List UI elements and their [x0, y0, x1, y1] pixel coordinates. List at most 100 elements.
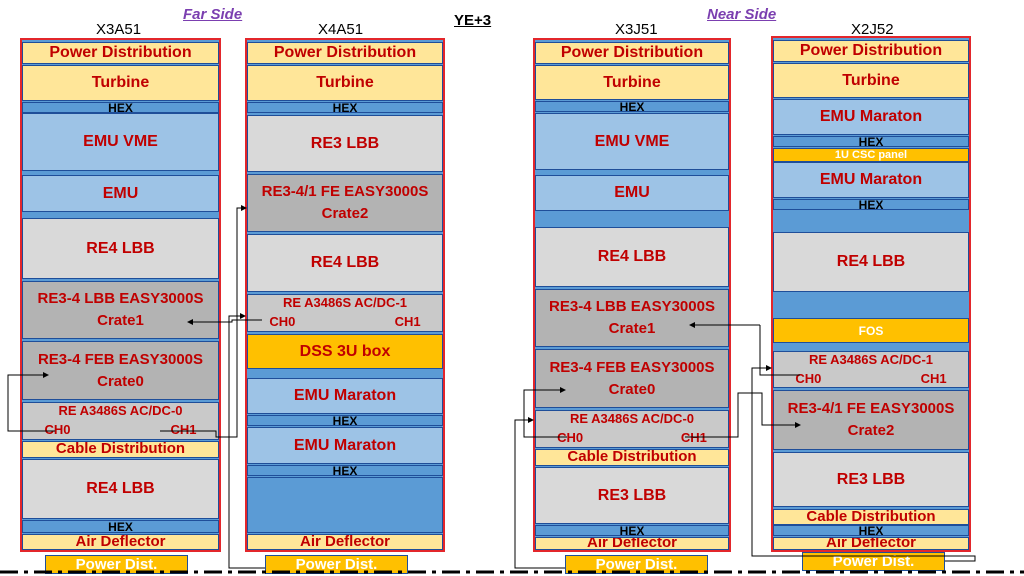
turbine: Turbine: [22, 65, 219, 101]
channel-row: CH0 CH1: [795, 370, 947, 388]
re4-lbb: RE4 LBB: [247, 234, 443, 292]
re34-feb-label: RE3-4 FEB EASY3000S: [549, 358, 715, 376]
dss-3u-box: DSS 3U box: [247, 334, 443, 369]
rack-title-x2j52: X2J52: [851, 21, 894, 38]
wire-ch0-to-crate0-near: [523, 387, 567, 438]
ch1-label: CH1: [394, 314, 421, 329]
ac-dc-0-label: RE A3486S AC/DC-0: [58, 403, 183, 419]
emu: EMU: [22, 175, 219, 212]
crate2-label: Crate2: [847, 422, 895, 439]
wire-powerdist-to-acdc1-near: [751, 365, 976, 562]
rack-x4a51: Power Distribution Turbine HEX RE3 LBB R…: [245, 38, 445, 552]
hex-lower: HEX: [22, 520, 219, 533]
crate1-label: Crate1: [97, 312, 144, 329]
re341-fe-crate: RE3-4/1 FE EASY3000S Crate2: [773, 390, 969, 450]
ch0-label: CH0: [269, 314, 296, 329]
ch0-label: CH0: [44, 422, 71, 437]
re34-feb-crate: RE3-4 FEB EASY3000S Crate0: [535, 349, 729, 408]
channel-row: CH0 CH1: [269, 313, 421, 331]
air-deflector: Air Deflector: [535, 537, 729, 550]
channel-row: CH0 CH1: [44, 421, 197, 439]
hex: HEX: [247, 102, 443, 113]
turbine: Turbine: [247, 65, 443, 101]
power-distribution: Power Distribution: [22, 42, 219, 64]
ac-dc-0-label: RE A3486S AC/DC-0: [569, 411, 695, 427]
rack-title-x4a51: X4A51: [318, 21, 364, 38]
ac-dc-1-label: RE A3486S AC/DC-1: [808, 351, 934, 367]
power-distribution: Power Distribution: [535, 42, 729, 64]
re341-fe-label: RE3-4/1 FE EASY3000S: [787, 400, 955, 418]
emu-maraton-2: EMU Maraton: [247, 427, 443, 464]
wire-ch1-to-crate2: [160, 205, 247, 438]
re341-fe-label: RE3-4/1 FE EASY3000S: [261, 183, 429, 201]
re3-lbb: RE3 LBB: [247, 115, 443, 172]
re4-lbb: RE4 LBB: [535, 227, 729, 287]
ch1-label: CH1: [920, 370, 947, 386]
cable-distribution: Cable Distribution: [773, 509, 969, 525]
ac-dc-1: RE A3486S AC/DC-1 CH0 CH1: [773, 351, 969, 388]
re3-lbb: RE3 LBB: [773, 452, 969, 507]
cable-distribution: Cable Distribution: [22, 441, 219, 458]
re4-lbb: RE4 LBB: [773, 232, 969, 292]
re34-lbb-label: RE3-4 LBB EASY3000S: [549, 298, 715, 316]
emu-maraton-2: EMU Maraton: [773, 162, 969, 198]
wire-ch1-to-crate2-near: [685, 392, 801, 438]
rack-title-x3j51: X3J51: [615, 21, 658, 38]
air-deflector: Air Deflector: [22, 534, 219, 550]
fos: FOS: [773, 318, 969, 343]
re34-lbb-label: RE3-4 LBB EASY3000S: [37, 290, 204, 308]
power-dist-2: Power Dist.: [265, 555, 408, 574]
re341-fe-crate: RE3-4/1 FE EASY3000S Crate2: [247, 174, 443, 232]
hex: HEX: [535, 101, 729, 112]
emu-vme: EMU VME: [22, 113, 219, 171]
wire-acdc1-to-crate1: [187, 319, 262, 325]
air-deflector: Air Deflector: [773, 537, 969, 550]
rack-title-x3a51: X3A51: [96, 21, 142, 38]
re34-lbb-crate: RE3-4 LBB EASY3000S Crate1: [22, 281, 219, 339]
power-distribution: Power Distribution: [773, 40, 969, 62]
ye-label: YE+3: [454, 12, 492, 29]
crate0-label: Crate0: [97, 372, 144, 390]
wire-ch0-to-crate0: [7, 372, 55, 432]
rack-x3j51: Power Distribution Turbine HEX EMU VME E…: [533, 38, 731, 552]
re34-feb-crate: RE3-4 FEB EASY3000S Crate0: [22, 341, 219, 400]
air-deflector: Air Deflector: [247, 534, 443, 550]
ac-dc-1-label: RE A3486S AC/DC-1: [282, 295, 408, 311]
re4-lbb-lower: RE4 LBB: [22, 459, 219, 519]
wire-powerdist-to-acdc0-near: [514, 417, 565, 569]
rack-x2j52: Power Distribution Turbine EMU Maraton H…: [771, 36, 971, 552]
ch1-label: CH1: [170, 422, 197, 437]
emu-vme: EMU VME: [535, 113, 729, 170]
ac-dc-0: RE A3486S AC/DC-0 CH0 CH1: [535, 410, 729, 448]
power-dist-3: Power Dist.: [565, 555, 708, 574]
1u-csc-panel: 1U CSC panel: [773, 148, 969, 162]
emu-maraton: EMU Maraton: [247, 378, 443, 414]
hex-mid: HEX: [773, 199, 969, 210]
blank-slot: [247, 477, 443, 533]
hex: HEX: [773, 136, 969, 147]
ch0-label: CH0: [557, 430, 584, 445]
re34-lbb-crate: RE3-4 LBB EASY3000S Crate1: [535, 289, 729, 347]
crate0-label: Crate0: [608, 380, 656, 398]
ac-dc-1: RE A3486S AC/DC-1 CH0 CH1: [247, 294, 443, 332]
turbine: Turbine: [773, 63, 969, 98]
turbine: Turbine: [535, 65, 729, 100]
near-side-label: Near Side: [707, 6, 777, 23]
hex-lower: HEX: [535, 525, 729, 536]
power-distribution: Power Distribution: [247, 42, 443, 64]
re4-lbb: RE4 LBB: [22, 218, 219, 279]
wire-ch0-acdc1-near: [759, 325, 800, 376]
ch0-label: CH0: [795, 370, 822, 386]
crate2-label: Crate2: [321, 205, 369, 222]
far-side-label: Far Side: [183, 6, 243, 23]
hex-mid: HEX: [247, 415, 443, 426]
hex: HEX: [22, 102, 219, 113]
emu: EMU: [535, 175, 729, 211]
wire-powerdist-to-acdc1: [228, 313, 265, 569]
emu-maraton: EMU Maraton: [773, 99, 969, 135]
re34-feb-label: RE3-4 FEB EASY3000S: [37, 350, 204, 368]
ac-dc-0: RE A3486S AC/DC-0 CH0 CH1: [22, 402, 219, 440]
power-dist-4: Power Dist.: [802, 552, 945, 571]
rack-x3a51: Power Distribution Turbine HEX EMU VME E…: [20, 38, 221, 552]
